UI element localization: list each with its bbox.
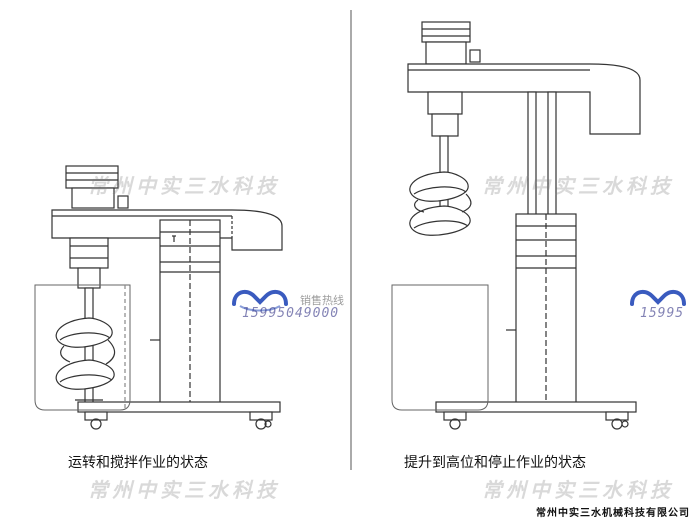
- watermark-left: 常州中实三水科技: [88, 174, 280, 198]
- heart-logo-right-icon: [630, 289, 686, 306]
- footer-company-name: 常州中实三水机械科技有限公司: [536, 508, 690, 519]
- caption-left: 运转和搅拌作业的状态: [68, 455, 208, 471]
- watermark-bottom-left: 常州中实三水科技: [88, 478, 280, 502]
- watermark-bottom-right: 常州中实三水科技: [482, 478, 674, 502]
- hotline-number: 15995049000: [242, 306, 340, 321]
- hotline-label: 销售热线: [300, 294, 344, 307]
- caption-right: 提升到高位和停止作业的状态: [404, 455, 586, 471]
- hotline-number-partial: 15995: [640, 306, 685, 321]
- right-mixer: [391, 21, 641, 430]
- watermark-right: 常州中实三水科技: [482, 174, 674, 198]
- heart-logo-icon: [232, 289, 288, 312]
- left-mixer: [34, 165, 283, 430]
